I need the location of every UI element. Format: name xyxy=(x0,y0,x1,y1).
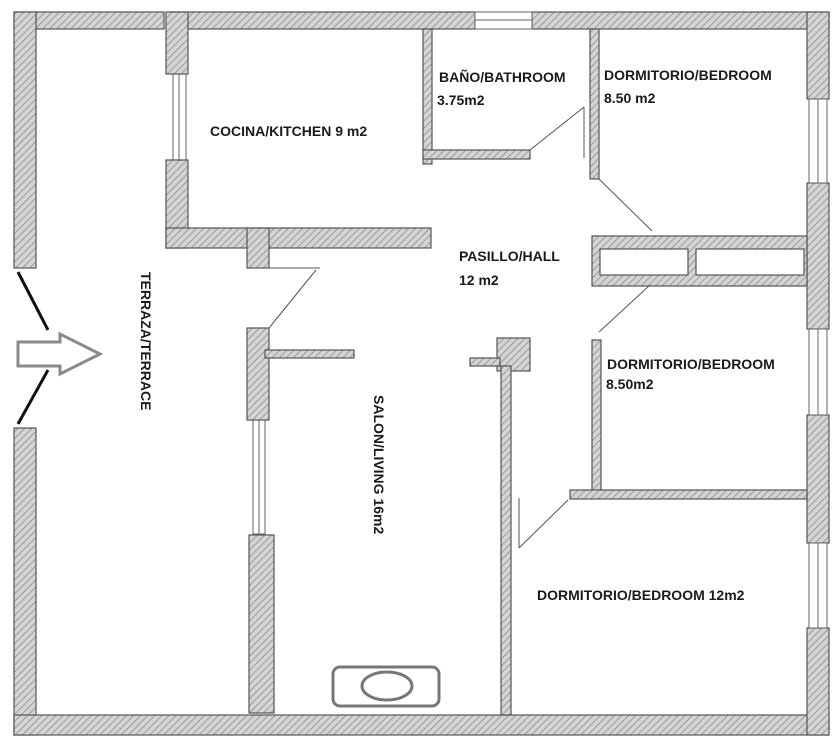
wall-kitchen-left-top xyxy=(165,11,189,75)
wall-right-4 xyxy=(806,627,830,736)
bedroom3-label: DORMITORIO/BEDROOM 12m2 xyxy=(537,587,745,603)
wall-top-kitchen xyxy=(169,11,476,30)
hall-shelves xyxy=(599,248,805,276)
wall-column xyxy=(496,337,531,372)
door-swings xyxy=(268,106,653,549)
windows xyxy=(172,11,828,629)
entrance-arrow-icon xyxy=(16,331,104,377)
bedroom2-area: 8.50m2 xyxy=(606,376,654,392)
wall-right-3 xyxy=(806,414,830,544)
living-label: SALON/LIVING 16m2 xyxy=(371,395,387,535)
kitchen-label: COCINA/KITCHEN 9 m2 xyxy=(210,123,368,139)
wall-living-arm xyxy=(264,349,355,359)
wall-right-2 xyxy=(806,182,830,330)
wall-living-lower xyxy=(248,534,275,714)
entrance xyxy=(16,271,50,425)
wall-bottom xyxy=(13,714,830,736)
wall-living-stub-top xyxy=(246,327,270,421)
bedroom1-label: DORMITORIO/BEDROOM xyxy=(604,67,772,83)
wall-living-right xyxy=(500,365,512,716)
wall-left-upper xyxy=(13,11,37,269)
bedroom1-area: 8.50 m2 xyxy=(604,90,656,106)
wall-bath-right xyxy=(589,28,600,180)
wall-right-1 xyxy=(806,11,830,100)
bathroom-label: BAÑO/BATHROOM xyxy=(439,69,566,85)
hall-label: PASILLO/HALL xyxy=(459,248,560,264)
bathroom-area: 3.75m2 xyxy=(437,92,485,108)
sofa-icon xyxy=(331,665,441,708)
bedroom2-label: DORMITORIO/BEDROOM xyxy=(607,356,775,372)
wall-top-right xyxy=(531,11,830,30)
wall-left-lower xyxy=(13,427,37,736)
hall-area: 12 m2 xyxy=(459,272,499,288)
terrace-label: TERRAZA/TERRACE xyxy=(138,272,154,411)
wall-bath-left xyxy=(422,28,433,165)
wall-bed2-bottom xyxy=(569,489,808,500)
wall-column-arm xyxy=(469,357,501,367)
wall-kitchen-bottom xyxy=(165,227,432,249)
wall-bed2-left xyxy=(591,339,602,499)
wall-kitchen-stub xyxy=(246,227,270,269)
wall-bath-bottom xyxy=(422,149,531,160)
